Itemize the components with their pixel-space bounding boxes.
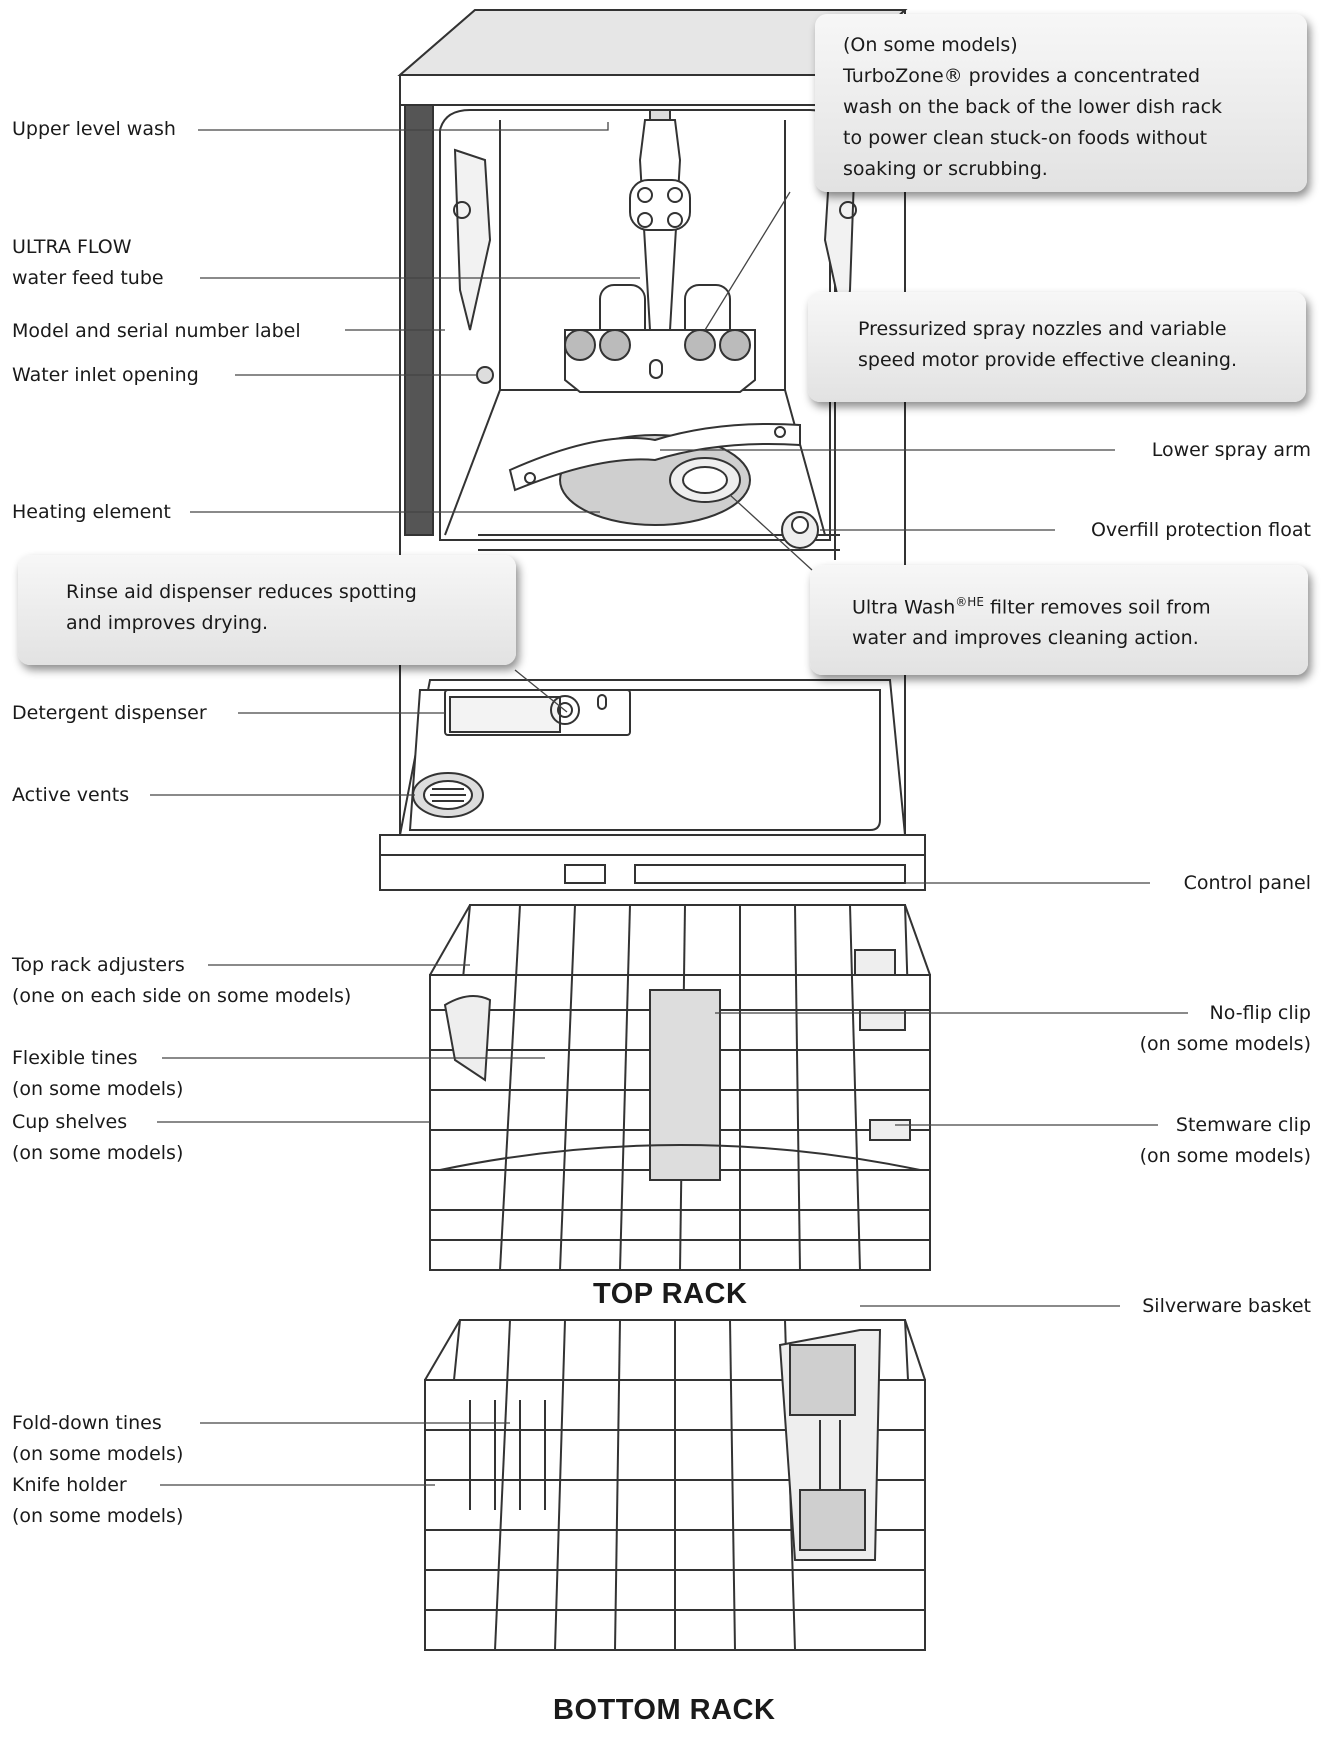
label-active-vents: Active vents [12, 784, 130, 806]
label-flexible-tines: Flexible tines (on some models) [12, 1047, 184, 1100]
callout-ultra-wash-text: filter removes soil from water and impro… [852, 596, 1211, 650]
lower-spray-arm-art [476, 366, 819, 549]
top-rack-art [429, 904, 931, 1271]
label-top-rack-adjusters: Top rack adjusters (one on each side on … [12, 954, 352, 1007]
label-water-feed-tube: ULTRA FLOW water feed tube [12, 236, 164, 289]
leader-lines [150, 122, 1188, 1486]
bottom-rack-art [424, 1319, 926, 1651]
callout-ultra-wash: Ultra Wash®HE filter removes soil from w… [810, 565, 1308, 675]
callout-ultra-wash-sup: ®HE [955, 595, 984, 609]
label-control-panel: Control panel [1183, 872, 1311, 894]
water-feed-tube-art [564, 109, 756, 393]
label-overfill-float: Overfill protection float [1090, 519, 1311, 541]
side-rack-rails [453, 148, 857, 331]
label-stemware-clip: Stemware clip (on some models) [1139, 1114, 1311, 1167]
label-lower-spray-arm: Lower spray arm [1151, 439, 1311, 461]
title-top-rack: TOP RACK [593, 1278, 748, 1310]
label-detergent-dispenser: Detergent dispenser [12, 702, 207, 724]
callout-turbozone: (On some models) TurboZone® provides a c… [815, 14, 1307, 192]
label-cup-shelves: Cup shelves (on some models) [12, 1111, 184, 1164]
label-heating-element: Heating element [12, 501, 171, 523]
title-bottom-rack: BOTTOM RACK [553, 1694, 776, 1726]
label-upper-level-wash: Upper level wash [12, 118, 176, 140]
callout-rinse-aid: Rinse aid dispenser reduces spotting and… [18, 555, 516, 665]
label-fold-down-tines: Fold-down tines (on some models) [12, 1412, 184, 1465]
label-no-flip-clip: No-flip clip (on some models) [1139, 1002, 1311, 1055]
label-model-serial: Model and serial number label [12, 320, 301, 342]
label-silverware-basket: Silverware basket [1142, 1295, 1311, 1317]
label-knife-holder: Knife holder (on some models) [12, 1474, 184, 1527]
callout-ultra-wash-name: Ultra Wash [852, 596, 956, 619]
label-water-inlet: Water inlet opening [12, 364, 199, 386]
callout-spray-nozzles: Pressurized spray nozzles and variable s… [808, 292, 1306, 402]
dishwasher-door [379, 679, 926, 891]
